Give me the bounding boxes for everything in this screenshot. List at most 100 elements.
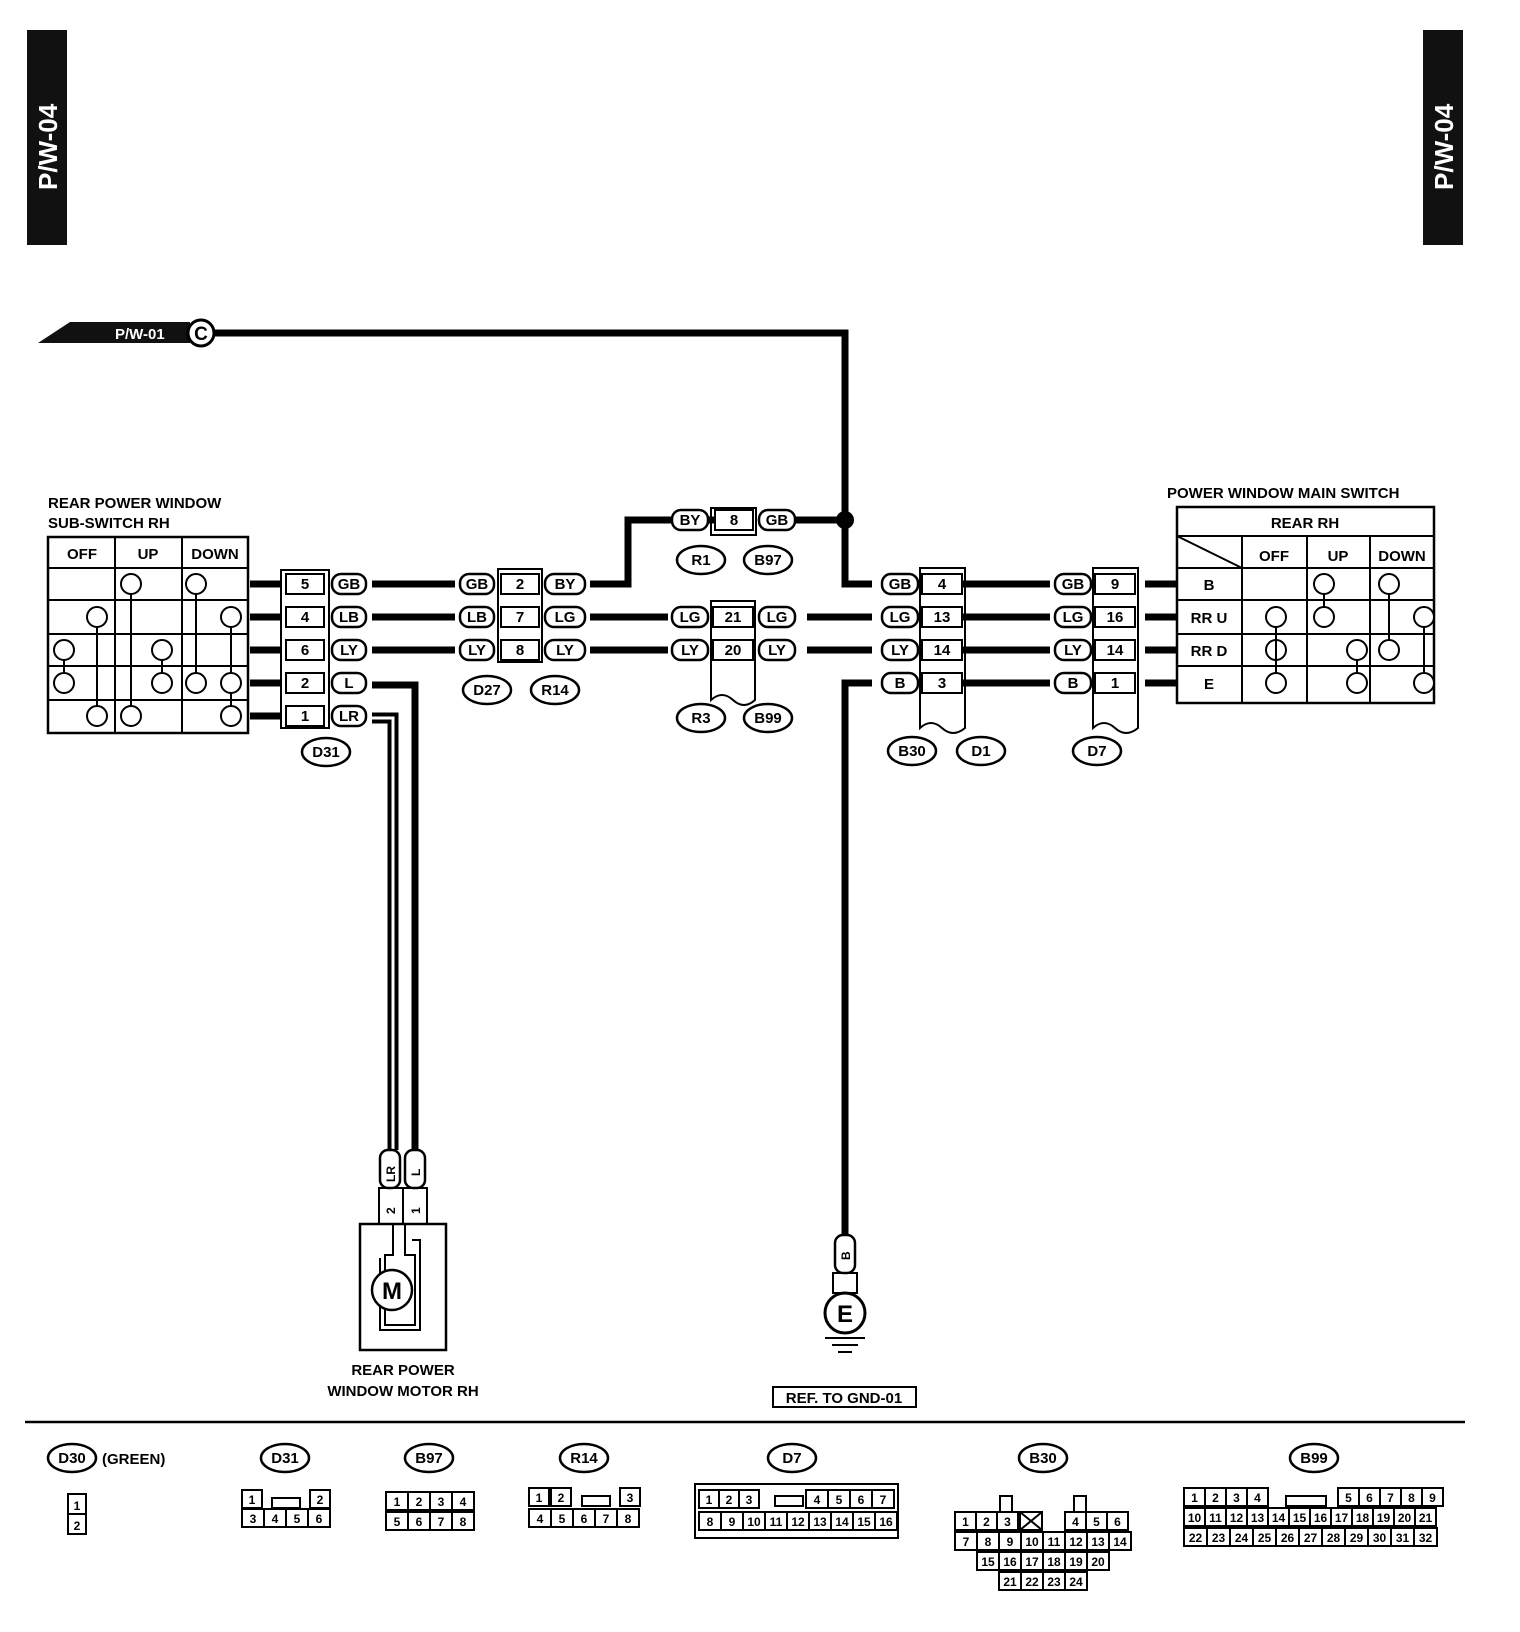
view-d30-pin-2-text: 2 xyxy=(74,1519,81,1533)
r3-pin-21: 21 xyxy=(712,606,754,628)
view-b97-pin-7-text: 7 xyxy=(438,1515,445,1529)
d7-pin-1: 1 xyxy=(1094,672,1136,694)
view-r14-pin-6: 6 xyxy=(572,1508,596,1528)
view-b30-label-text: B30 xyxy=(1029,1450,1057,1467)
b30-pin-13-text: 13 xyxy=(934,609,951,626)
view-d7-pin-15: 15 xyxy=(852,1511,876,1531)
view-b30-pin-19: 19 xyxy=(1064,1551,1088,1571)
r3-pin-21-text: 21 xyxy=(725,609,742,626)
main-switch-row-rrd: RR D xyxy=(1191,643,1228,660)
b30-pin-14-text: 14 xyxy=(934,642,951,659)
view-b97-pin-3: 3 xyxy=(429,1491,453,1511)
view-b30-label: B30 xyxy=(1017,1442,1069,1474)
view-b99-pin-9: 9 xyxy=(1421,1487,1444,1507)
view-b30-pin-22: 22 xyxy=(1020,1571,1044,1591)
r1-wire-left: BY xyxy=(670,508,710,532)
view-b30-pin-24-text: 24 xyxy=(1069,1575,1083,1589)
d27-wire-left-2-text: LY xyxy=(468,642,486,659)
view-d30-pin-2: 2 xyxy=(67,1513,87,1535)
view-b30-pin-20-text: 20 xyxy=(1091,1555,1105,1569)
view-d7-pin-5-text: 5 xyxy=(836,1493,843,1507)
view-b30-pin-11-text: 11 xyxy=(1048,1535,1061,1549)
view-b97-pin-3-text: 3 xyxy=(438,1495,445,1509)
link-letter: C xyxy=(194,324,208,345)
b30-pin-4: 4 xyxy=(921,573,963,595)
b30-wire-1: LG xyxy=(880,605,920,629)
d7-wire-1-text: LG xyxy=(1063,609,1084,626)
sub-switch-header-off: OFF xyxy=(67,546,97,563)
view-b99-pin-32: 32 xyxy=(1413,1527,1438,1547)
view-b30-pin-13: 13 xyxy=(1086,1531,1110,1551)
b30-wire-2: LY xyxy=(880,638,920,662)
main-switch-row-b: B xyxy=(1204,577,1215,594)
d31-wire-lb-text: LB xyxy=(339,609,359,626)
view-b30-pin-16-text: 16 xyxy=(1003,1555,1017,1569)
view-b99-pin-22: 22 xyxy=(1183,1527,1208,1547)
d31-wire-lr-text: LR xyxy=(339,708,359,725)
connector-label-b97-text: B97 xyxy=(754,552,782,569)
view-b30-pin-18: 18 xyxy=(1042,1551,1066,1571)
junction-r3-b99 xyxy=(710,600,756,706)
d27-wire-left-1: LB xyxy=(458,605,496,629)
r14-wire-right-2: LY xyxy=(543,638,587,662)
view-b99-pin-5-text: 5 xyxy=(1345,1491,1352,1505)
d7-wire-0: GB xyxy=(1053,572,1093,596)
b99-wire-right-0: LG xyxy=(757,605,797,629)
view-b30-pin-17-text: 17 xyxy=(1025,1555,1039,1569)
view-d7-pin-10-text: 10 xyxy=(747,1515,761,1529)
view-b99-label-text: B99 xyxy=(1300,1450,1328,1467)
view-r14-pin-1: 1 xyxy=(528,1487,550,1507)
view-r14-pin-1-text: 1 xyxy=(536,1491,543,1505)
view-b99-pin-31: 31 xyxy=(1390,1527,1415,1547)
view-d31-pin-3-text: 3 xyxy=(250,1512,257,1526)
view-r14-pin-8-text: 8 xyxy=(625,1512,632,1526)
d31-pin-6: 6 xyxy=(285,639,325,661)
b97-wire-right: GB xyxy=(757,508,797,532)
b97-wire-right-text: GB xyxy=(766,512,789,529)
view-b97-pin-5: 5 xyxy=(385,1511,409,1531)
view-b99-label: B99 xyxy=(1288,1442,1340,1474)
sub-switch: REAR POWER WINDOW SUB-SWITCH RH OFF UP D… xyxy=(46,495,250,735)
view-d30-label-text: D30 xyxy=(58,1450,86,1467)
view-r14-pin-5-text: 5 xyxy=(559,1512,566,1526)
view-r14-pin-3: 3 xyxy=(619,1487,641,1507)
view-b97-pin-1-text: 1 xyxy=(394,1495,401,1509)
main-switch-header-down: DOWN xyxy=(1378,548,1426,565)
view-d7-pin-16: 16 xyxy=(874,1511,898,1531)
view-b30-pin-14-text: 14 xyxy=(1113,1535,1127,1549)
view-b99-pin-6-text: 6 xyxy=(1366,1491,1373,1505)
view-b30-pin-9: 9 xyxy=(998,1531,1022,1551)
d31-pin-5-text: 5 xyxy=(301,576,309,593)
connector-label-b97: B97 xyxy=(742,544,794,576)
d27-pin-7: 7 xyxy=(500,606,540,628)
connector-label-d31: D31 xyxy=(300,736,352,768)
connector-label-r3-text: R3 xyxy=(691,710,710,727)
view-d7-pin-16-text: 16 xyxy=(879,1515,893,1529)
view-b97-label: B97 xyxy=(403,1442,455,1474)
motor-symbol: M xyxy=(382,1278,402,1305)
view-b99-pin-15-text: 15 xyxy=(1293,1511,1307,1525)
view-d30-label: D30 xyxy=(46,1442,98,1474)
view-d31-pin-3: 3 xyxy=(241,1508,265,1528)
view-b99-pin-11: 11 xyxy=(1204,1507,1227,1527)
view-b30-pin-3-text: 3 xyxy=(1004,1515,1011,1529)
d27-pin-2-text: 2 xyxy=(516,576,524,593)
connector-label-b99-text: B99 xyxy=(754,710,782,727)
view-b99-pin-15: 15 xyxy=(1288,1507,1311,1527)
junction-d7 xyxy=(1092,567,1139,734)
view-b97-pin-5-text: 5 xyxy=(394,1515,401,1529)
view-b99-pin-7-text: 7 xyxy=(1387,1491,1394,1505)
main-switch-title: POWER WINDOW MAIN SWITCH xyxy=(1167,485,1399,502)
motor-label-1: REAR POWER xyxy=(351,1362,455,1379)
r1-wire-left-text: BY xyxy=(680,512,701,529)
view-b99-pin-31-text: 31 xyxy=(1396,1531,1410,1545)
view-b30-pin-4: 4 xyxy=(1064,1511,1087,1531)
connector-label-r1-text: R1 xyxy=(691,552,710,569)
view-b99-pin-17: 17 xyxy=(1330,1507,1353,1527)
view-b97-pin-1: 1 xyxy=(385,1491,409,1511)
view-b97-pin-8: 8 xyxy=(451,1511,475,1531)
view-r14-pin-5: 5 xyxy=(550,1508,574,1528)
motor-label-2: WINDOW MOTOR RH xyxy=(327,1383,478,1400)
